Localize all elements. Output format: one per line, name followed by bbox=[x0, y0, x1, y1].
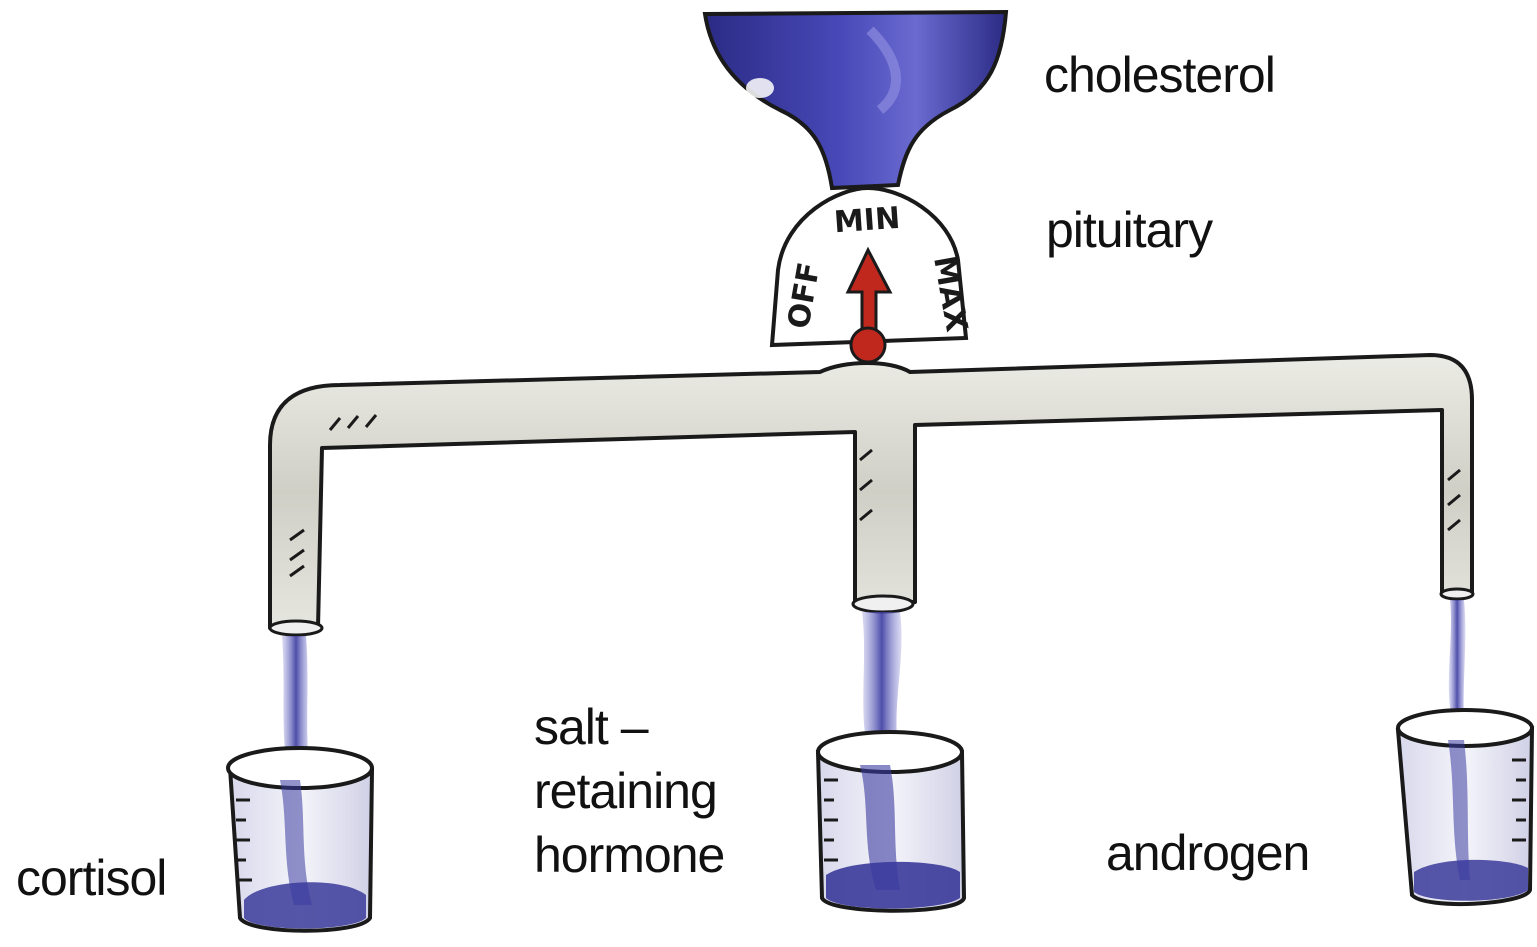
label-salt-line1: salt – bbox=[534, 695, 724, 759]
beaker-cortisol bbox=[228, 748, 372, 931]
label-cortisol: cortisol bbox=[16, 853, 166, 903]
dial-label-min: MIN bbox=[833, 201, 901, 241]
beaker-androgen bbox=[1398, 710, 1532, 904]
pituitary-dial: MIN OFF MAX bbox=[772, 188, 974, 362]
pipe-manifold bbox=[270, 355, 1473, 635]
beaker-salt-retaining bbox=[818, 732, 964, 911]
funnel bbox=[705, 12, 1006, 188]
label-salt-retaining-hormone: salt – retaining hormone bbox=[534, 695, 724, 887]
dial-knob bbox=[851, 328, 885, 362]
label-salt-line2: retaining bbox=[534, 759, 724, 823]
label-pituitary: pituitary bbox=[1046, 205, 1212, 255]
label-salt-line3: hormone bbox=[534, 823, 724, 887]
label-cholesterol: cholesterol bbox=[1044, 50, 1275, 100]
label-androgen: androgen bbox=[1106, 828, 1309, 878]
